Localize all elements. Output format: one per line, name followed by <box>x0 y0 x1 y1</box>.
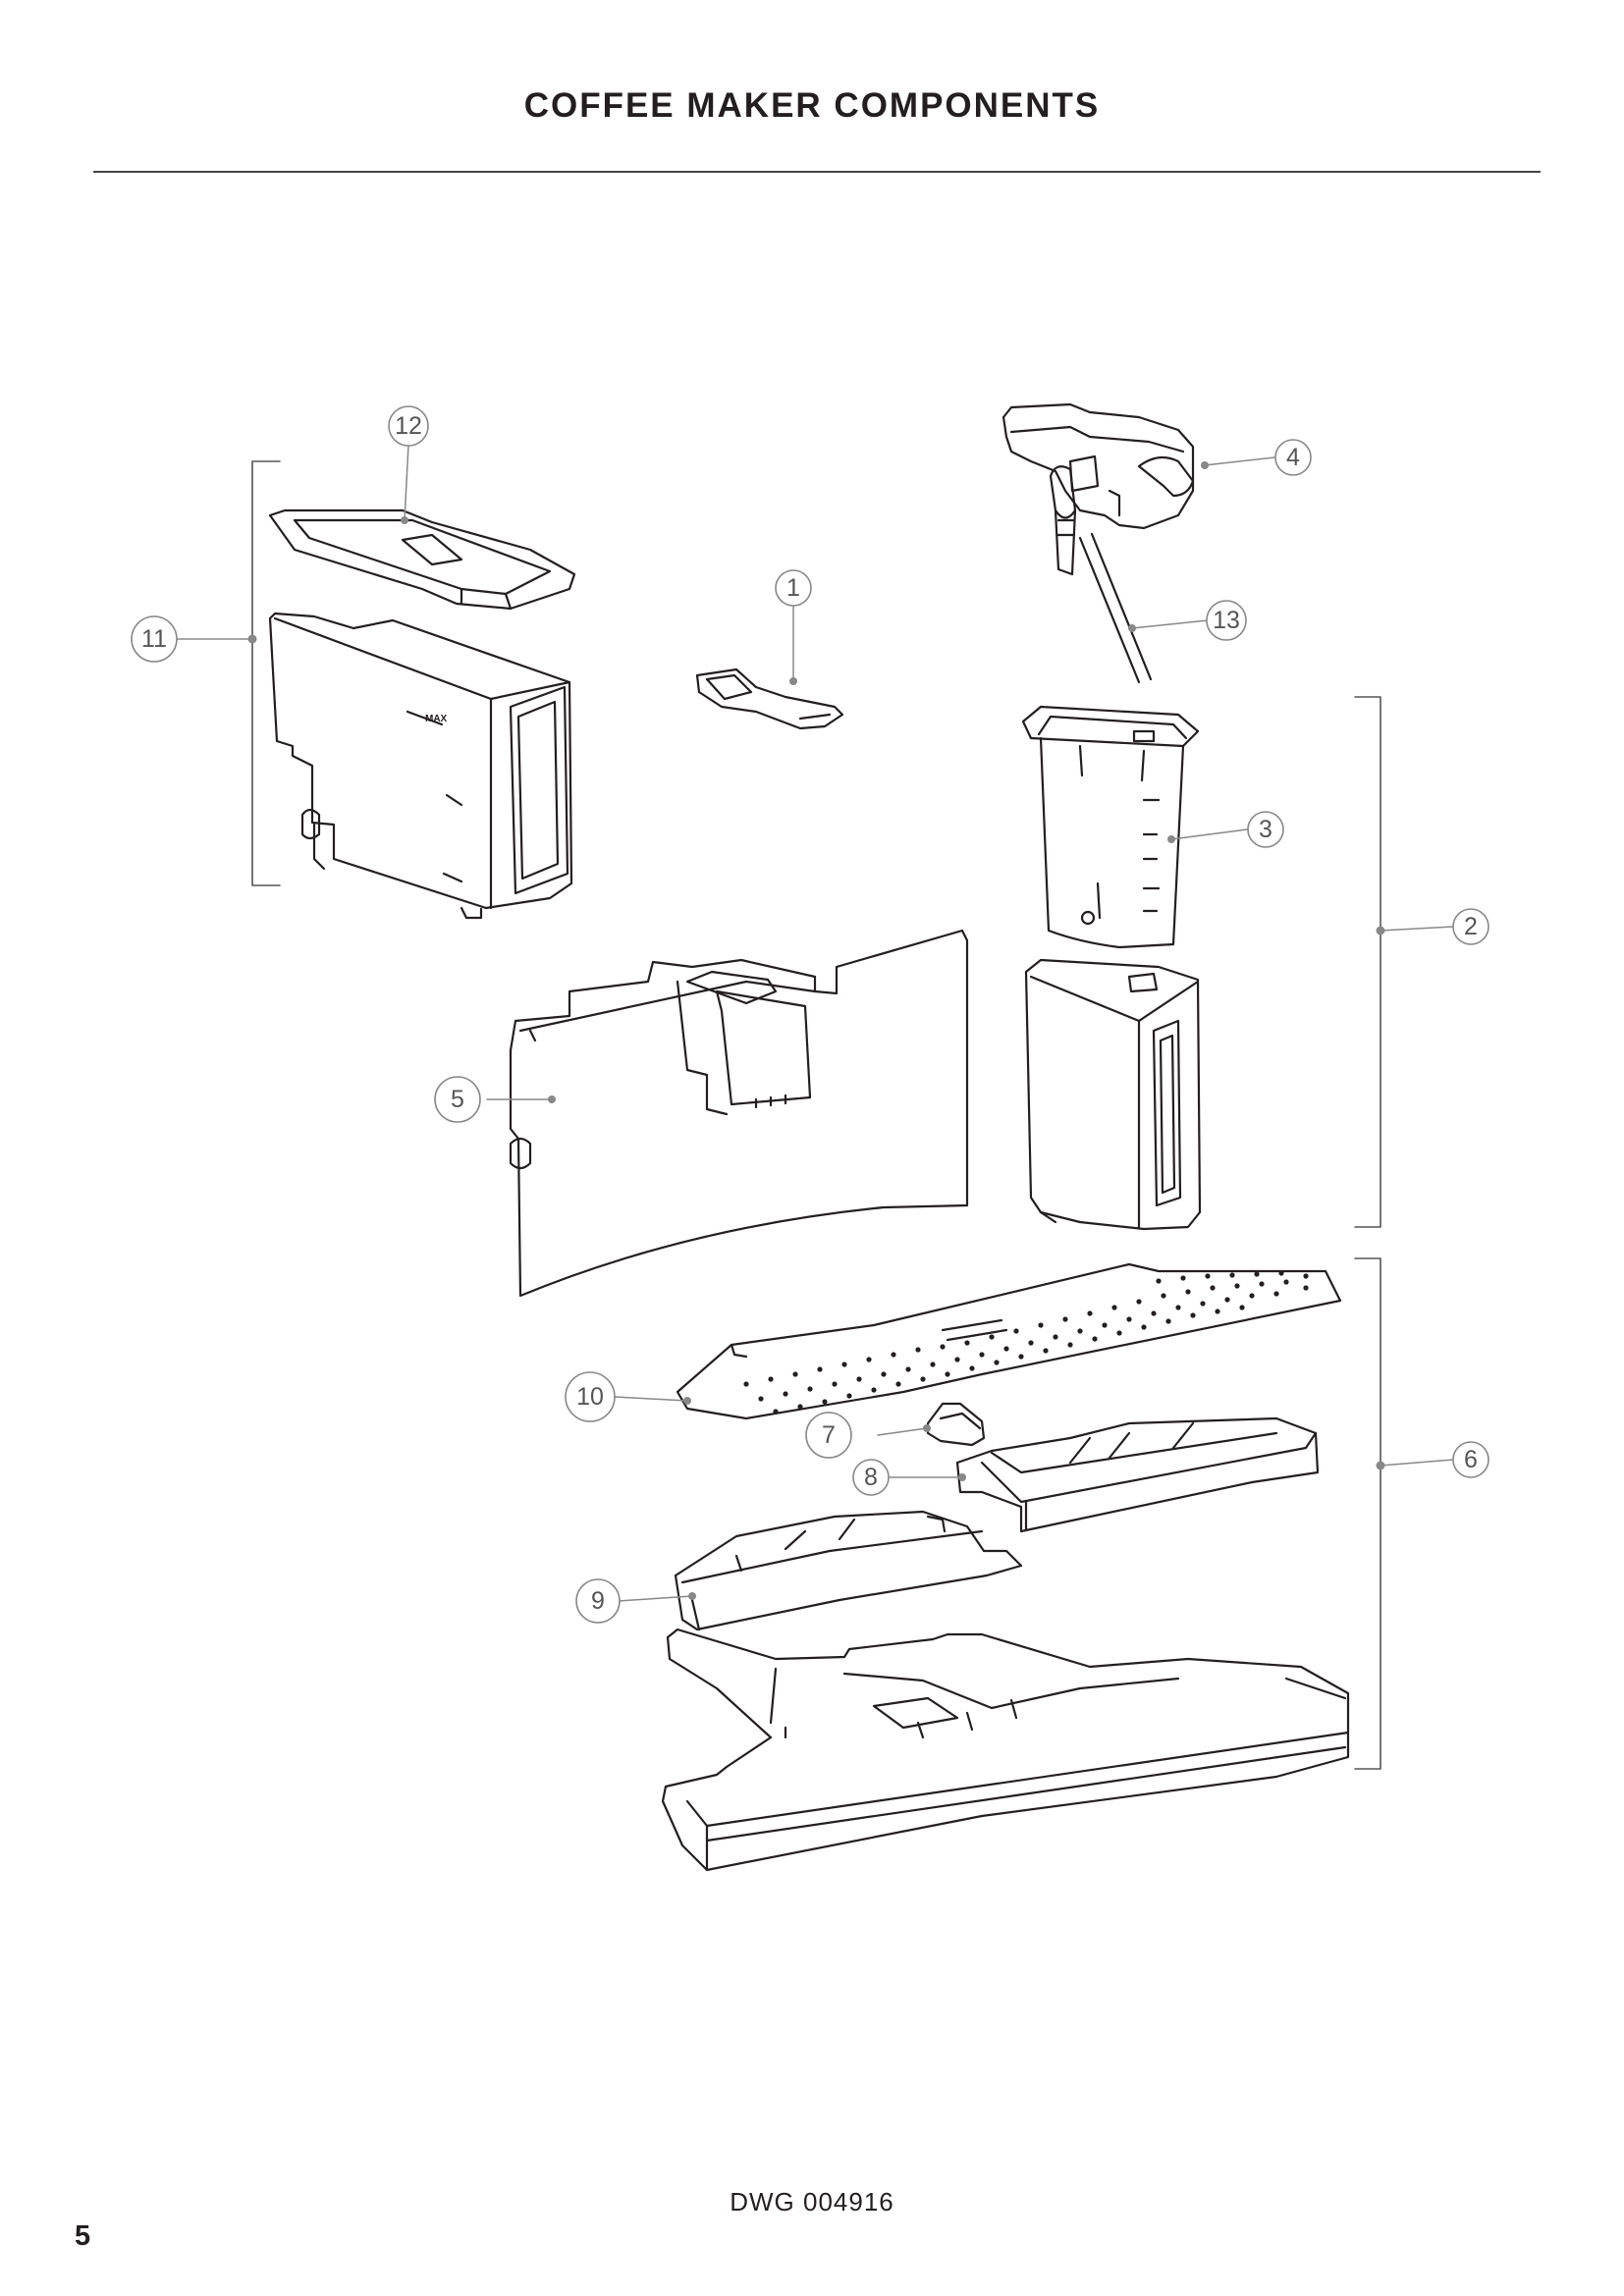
drip-tray-grille-part <box>676 1262 1342 1420</box>
callout-label-6: 6 <box>1464 1446 1478 1473</box>
left-tray-insert-part <box>674 1510 1023 1631</box>
callout-label-12: 12 <box>395 412 422 440</box>
leader-line-7 <box>877 1427 928 1436</box>
milk-tube-part <box>1078 532 1153 684</box>
tank-max-marking: MAX <box>425 714 448 724</box>
bracket-6 <box>1354 1257 1381 1770</box>
drawing-number: DWG 004916 <box>730 2187 894 2216</box>
bracket-2 <box>1354 696 1381 1228</box>
right-tray-insert-part <box>955 1416 1320 1533</box>
leader-line-6 <box>1380 1459 1454 1467</box>
leader-line-4 <box>1204 456 1275 466</box>
callout-circle-4 <box>1274 439 1312 476</box>
leader-line-9 <box>618 1595 693 1602</box>
callout-circle-7 <box>805 1412 852 1459</box>
milk-container-insert-part <box>1021 705 1200 949</box>
callout-label-10: 10 <box>576 1383 604 1411</box>
leader-line-3 <box>1170 828 1248 840</box>
leader-line-13 <box>1131 619 1209 629</box>
drip-tray-float-part <box>926 1402 986 1447</box>
callout-label-8: 8 <box>864 1464 878 1491</box>
callout-label-1: 1 <box>786 574 800 602</box>
callout-label-4: 4 <box>1286 444 1300 471</box>
drip-tray-base-part <box>661 1628 1350 1872</box>
callout-circle-3 <box>1247 811 1284 848</box>
callout-circle-13 <box>1206 600 1247 641</box>
measuring-scoop-part <box>695 667 844 730</box>
callout-label-2: 2 <box>1464 913 1478 940</box>
callout-label-3: 3 <box>1259 816 1272 843</box>
callout-circle-11 <box>131 615 178 663</box>
water-tank-part <box>268 612 573 920</box>
callout-label-7: 7 <box>822 1421 836 1449</box>
front-cover-panel-part <box>509 929 969 1298</box>
callout-circle-12 <box>388 405 429 447</box>
callout-circle-9 <box>575 1578 621 1624</box>
leader-line-12 <box>404 444 409 521</box>
milk-valve-head-part <box>1001 402 1195 576</box>
callout-label-11: 11 <box>141 625 167 653</box>
page-number: 5 <box>75 2220 91 2252</box>
milk-jug-part <box>1024 958 1202 1231</box>
bracket-11 <box>251 460 281 886</box>
callout-circle-1 <box>775 569 812 607</box>
callout-circle-10 <box>565 1371 616 1422</box>
callout-circle-8 <box>852 1459 890 1496</box>
callout-circle-2 <box>1452 908 1489 945</box>
callout-label-9: 9 <box>591 1587 605 1615</box>
grille-holes-pattern <box>743 1270 1309 1415</box>
callout-label-5: 5 <box>451 1086 464 1113</box>
callout-circle-5 <box>434 1076 481 1123</box>
water-tank-lid-part <box>268 508 576 611</box>
leader-line-10 <box>614 1396 688 1402</box>
page-title: COFFEE MAKER COMPONENTS <box>523 86 1101 125</box>
callout-label-13: 13 <box>1213 607 1240 634</box>
leader-line-2 <box>1380 926 1454 932</box>
callout-circle-6 <box>1452 1441 1489 1478</box>
title-divider <box>93 171 1541 173</box>
leader-dots <box>247 461 1385 1600</box>
